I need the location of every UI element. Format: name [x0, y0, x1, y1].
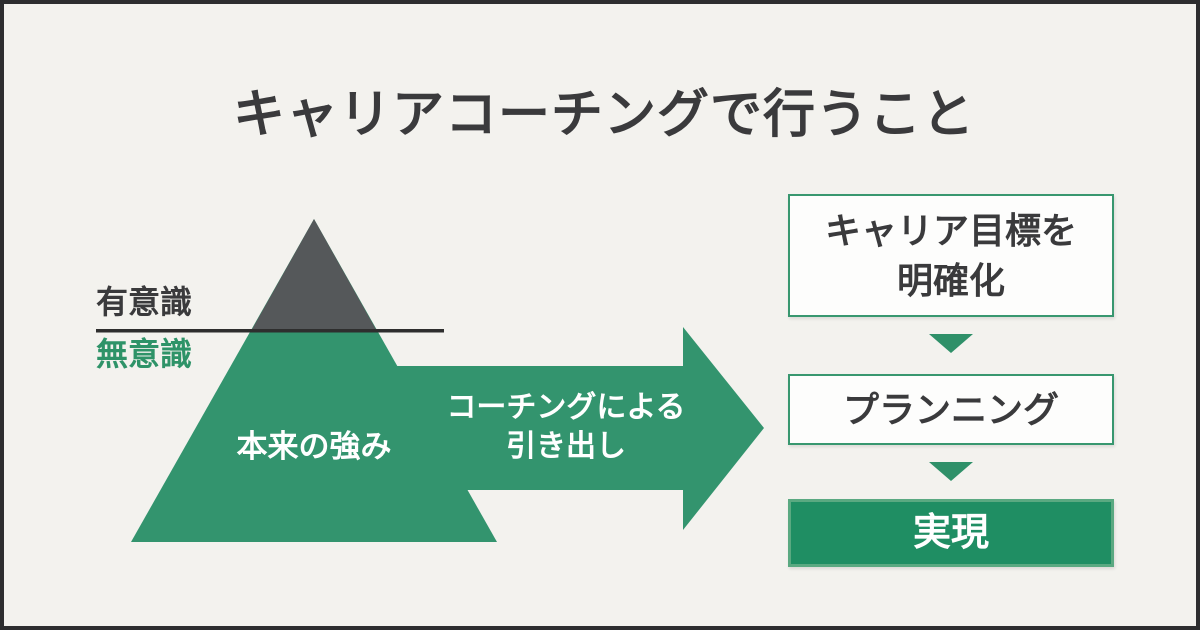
conscious-label: 有意識 — [96, 284, 193, 320]
waterline — [96, 329, 444, 333]
flow-step-realization: 実現 — [788, 499, 1114, 567]
page-title: キャリアコーチングで行うこと — [232, 86, 975, 144]
conscious-peak-shape — [250, 219, 378, 332]
coaching-arrow-shape — [374, 327, 764, 530]
down-arrow-icon — [929, 334, 973, 353]
strength-label: 本来の強み — [236, 429, 392, 464]
down-arrow-icon — [929, 462, 973, 481]
flow-step-goal: キャリア目標を 明確化 — [788, 194, 1114, 317]
flow-connector-1 — [788, 334, 1114, 353]
flow-connector-2 — [788, 462, 1114, 481]
flow-step-planning: プランニング — [788, 374, 1114, 445]
unconscious-label: 無意識 — [96, 336, 193, 372]
coaching-arrow-label: コーチングによる 引き出し — [446, 391, 686, 463]
diagram-shapes — [96, 219, 764, 542]
